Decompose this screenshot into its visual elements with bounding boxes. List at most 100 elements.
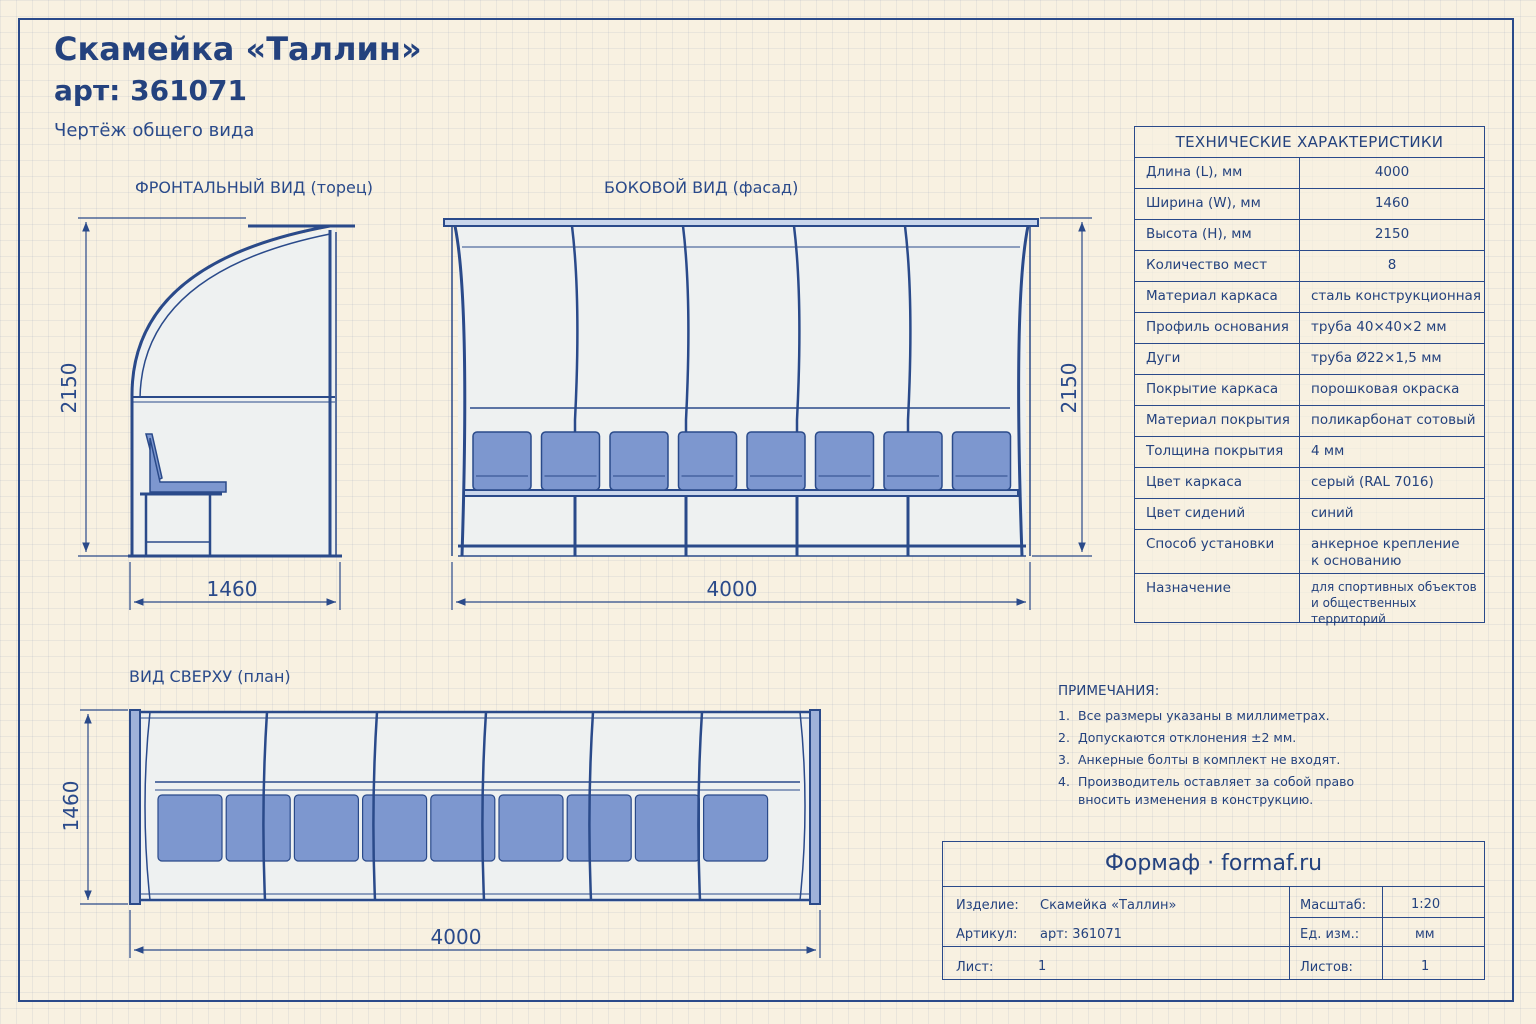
note-item: 2. Допускаются отклонения ±2 мм. <box>1058 729 1378 747</box>
spec-value: поликарбонат сотовый <box>1311 412 1476 428</box>
spec-key: Материал покрытия <box>1135 406 1300 436</box>
side-arc <box>570 225 579 556</box>
spec-row: Цвет каркаса серый (RAL 7016) <box>1135 468 1484 499</box>
spec-value: 1460 <box>1374 195 1410 211</box>
top-seat <box>702 794 769 862</box>
spec-row: Цвет сидений синий <box>1135 499 1484 530</box>
sheet-value: 1 <box>1038 959 1047 974</box>
top-view <box>129 709 821 905</box>
top-dimensions <box>80 709 821 958</box>
scale-value: 1:20 <box>1411 897 1441 912</box>
side-view-label: БОКОВОЙ ВИД (фасад) <box>604 178 799 197</box>
spec-row: Покрытие каркаса порошковая окраска <box>1135 375 1484 406</box>
tb-divider <box>1382 887 1383 980</box>
spec-row: Профиль основания труба 40×40×2 мм <box>1135 313 1484 344</box>
side-arc <box>792 225 801 556</box>
spec-key: Количество мест <box>1135 251 1300 281</box>
top-arc <box>697 711 704 901</box>
product-value: Скамейка «Таллин» <box>1040 898 1177 913</box>
side-seat <box>883 431 943 491</box>
spec-key: Дуги <box>1135 344 1300 374</box>
spec-value: труба 40×40×2 мм <box>1311 319 1447 335</box>
side-arc <box>903 225 912 556</box>
article-number: арт: 361071 <box>54 74 248 107</box>
note-item: 3.Анкерные болты в комплект не входят. <box>1058 751 1378 769</box>
top-arc <box>262 711 269 901</box>
side-seat <box>814 431 875 491</box>
front-view-label: ФРОНТАЛЬНЫЙ ВИД (торец) <box>135 178 373 197</box>
spec-key: Покрытие каркаса <box>1135 375 1300 405</box>
tb-divider <box>1289 917 1484 918</box>
top-width-dim: 1460 <box>59 781 83 832</box>
top-seat <box>566 794 632 862</box>
side-seat <box>472 431 532 491</box>
side-seat <box>540 431 601 491</box>
note-item: 4.Производитель оставляет за собой право… <box>1058 773 1378 809</box>
top-seats <box>157 794 769 862</box>
front-view <box>128 224 355 558</box>
spec-key: Толщина покрытия <box>1135 437 1300 467</box>
notes-block: ПРИМЕЧАНИЯ: 1.Все размеры указаны в милл… <box>1058 683 1378 813</box>
note-number: 2. <box>1058 730 1070 745</box>
side-arcs <box>570 225 912 556</box>
spec-key: Цвет сидений <box>1135 499 1300 529</box>
spec-row: Высота (H), мм 2150 <box>1135 220 1484 251</box>
spec-row: Материал каркаса сталь конструкционная <box>1135 282 1484 313</box>
article-value: арт: 361071 <box>1040 927 1122 942</box>
top-seat <box>430 794 496 862</box>
top-seat <box>293 794 359 862</box>
note-text: Анкерные болты в комплект не входят. <box>1078 752 1341 767</box>
spec-table: ТЕХНИЧЕСКИЕ ХАРАКТЕРИСТИКИ Длина (L), мм… <box>1134 126 1485 626</box>
spec-value: порошковая окраска <box>1311 381 1460 397</box>
note-text: Все размеры указаны в миллиметрах. <box>1078 708 1330 723</box>
sheets-value: 1 <box>1421 959 1430 974</box>
top-arcs <box>262 711 704 901</box>
spec-row: Дуги труба Ø22×1,5 мм <box>1135 344 1484 375</box>
side-height-dim: 2150 <box>1057 363 1081 414</box>
spec-table-header: ТЕХНИЧЕСКИЕ ХАРАКТЕРИСТИКИ <box>1135 127 1484 158</box>
spec-value: синий <box>1311 505 1354 521</box>
top-length-dim: 4000 <box>431 925 482 949</box>
spec-value: для спортивных объектов и общественных т… <box>1311 580 1477 626</box>
spec-row: Количество мест 8 <box>1135 251 1484 282</box>
spec-key: Высота (H), мм <box>1135 220 1300 250</box>
notes-title: ПРИМЕЧАНИЯ: <box>1058 683 1160 699</box>
drawing-title: Скамейка «Таллин» <box>54 30 422 68</box>
top-arc <box>588 711 595 901</box>
sheet-label: Лист: <box>956 960 994 975</box>
spec-value: 4000 <box>1374 164 1410 180</box>
spec-value: 2150 <box>1374 226 1410 242</box>
note-text: Допускаются отклонения ±2 мм. <box>1078 730 1297 745</box>
front-width-dim: 1460 <box>207 577 258 601</box>
top-view-label: ВИД СВЕРХУ (план) <box>129 667 291 686</box>
sheets-label: Листов: <box>1300 960 1353 975</box>
spec-key: Материал каркаса <box>1135 282 1300 312</box>
spec-value: серый (RAL 7016) <box>1311 474 1434 490</box>
spec-value: труба Ø22×1,5 мм <box>1311 350 1442 366</box>
side-dimensions <box>451 217 1092 610</box>
spec-value: сталь конструкционная <box>1311 288 1481 304</box>
spec-key: Ширина (W), мм <box>1135 189 1300 219</box>
spec-value: 8 <box>1387 257 1397 273</box>
unit-label: Ед. изм.: <box>1300 927 1360 942</box>
side-seat <box>609 431 669 491</box>
top-arc <box>372 711 379 901</box>
top-seat <box>634 794 701 862</box>
brand-name: Формаф · formaf.ru <box>943 842 1484 887</box>
spec-row: Ширина (W), мм 1460 <box>1135 189 1484 220</box>
note-text: Производитель оставляет за собой право в… <box>1078 774 1355 807</box>
spec-key: Цвет каркаса <box>1135 468 1300 498</box>
front-height-dim: 2150 <box>57 363 81 414</box>
spec-key: Назначение <box>1135 574 1300 622</box>
scale-label: Масштаб: <box>1300 898 1367 913</box>
side-seat <box>951 431 1012 491</box>
spec-row: Материал покрытия поликарбонат сотовый <box>1135 406 1484 437</box>
tb-divider <box>943 946 1484 947</box>
spec-key: Профиль основания <box>1135 313 1300 343</box>
